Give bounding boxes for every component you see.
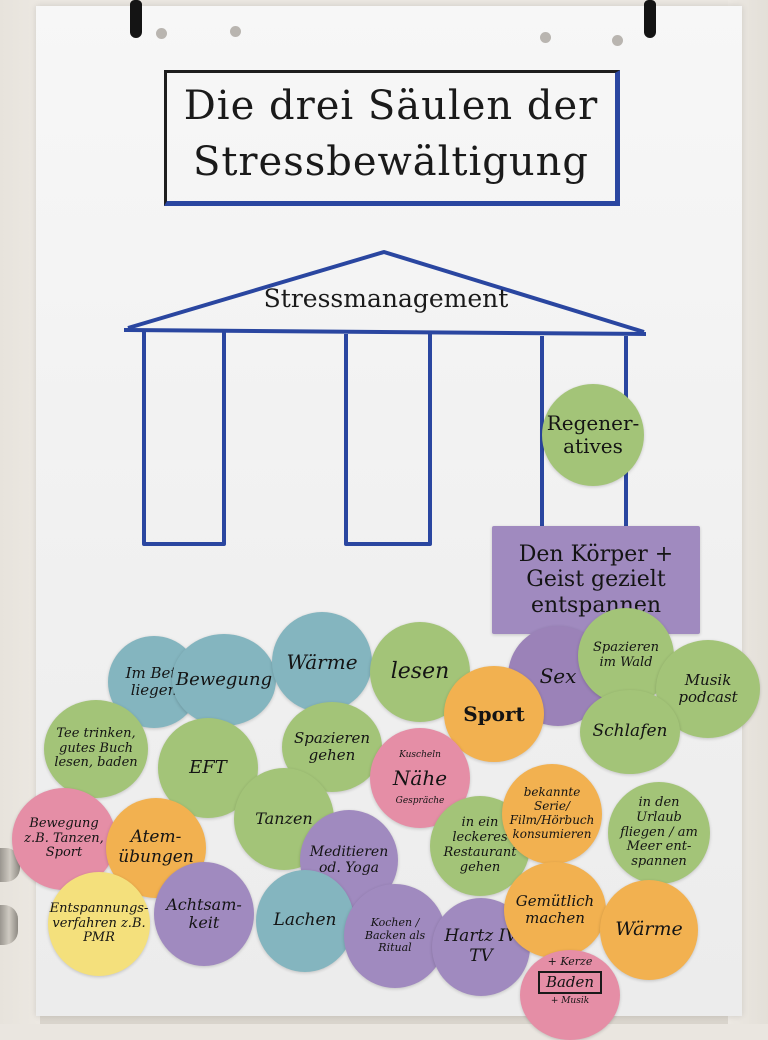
note-achtsamkeit: Achtsam- keit — [154, 862, 254, 966]
note-text: Im Bett liegen — [125, 663, 183, 699]
roof-outline — [127, 250, 645, 334]
pillar-middle — [344, 334, 432, 546]
title-line-1: Die drei Säulen der — [183, 83, 599, 129]
note-text: Nähe — [392, 765, 448, 790]
note-tee: Tee trinken, gutes Buch lesen, baden — [44, 700, 148, 798]
note-wald: Spazieren im Wald — [578, 608, 674, 704]
note-text: Tee trinken, gutes Buch lesen, baden — [54, 725, 138, 771]
note-text: Kochen / Backen als Ritual — [364, 916, 426, 955]
note-text: in den Urlaub fliegen / am Meer ent- spa… — [620, 794, 698, 870]
note-text: Musik podcast — [678, 670, 738, 706]
note-hartz: Hartz IV TV — [432, 898, 530, 996]
note-text: Gemütlich machen — [515, 891, 595, 927]
note-text: Lachen — [273, 910, 337, 931]
title-line-2: Stressbewältigung — [192, 139, 590, 185]
note-text: Wärme — [286, 649, 358, 674]
note-lachen: Lachen — [256, 870, 354, 972]
note-text: Hartz IV TV — [444, 926, 518, 966]
note-gemuetlich: Gemütlich machen — [504, 862, 606, 958]
note-text: Bewegung — [175, 668, 273, 690]
note-serie: bekannte Serie/ Film/Hörbuch konsumieren — [502, 764, 602, 864]
note-waerme-2: Wärme — [600, 880, 698, 980]
note-restaurant: in ein leckeres Restaurant gehen — [430, 796, 530, 896]
note-entspannung: Entspannungs- verfahren z.B. PMR — [48, 872, 150, 976]
note-bewegung: Bewegung — [172, 634, 276, 726]
note-sport: Sport — [444, 666, 544, 762]
note-text: bekannte Serie/ Film/Hörbuch konsumieren — [509, 785, 595, 841]
note-text: Meditieren od. Yoga — [309, 843, 389, 876]
clip-left — [130, 0, 142, 38]
note-waerme-1: Wärme — [272, 612, 372, 712]
pillar-left — [142, 332, 226, 546]
note-text-small: Gespräche — [395, 795, 445, 806]
note-text-small: + Kerze — [547, 955, 593, 968]
note-text: EFT — [189, 756, 227, 778]
note-text: Achtsam- keit — [166, 894, 242, 932]
note-text: Schlafen — [592, 721, 668, 742]
title-frame: Die drei Säulen der Stressbewältigung — [164, 70, 620, 206]
note-text: Bewegung z.B. Tanzen, Sport — [24, 815, 104, 861]
roof-base — [123, 328, 647, 336]
note-text-small: + Musik — [550, 995, 590, 1006]
punch-hole — [540, 32, 551, 43]
punch-hole — [230, 26, 241, 37]
note-regeneratives: Regener- atives — [542, 384, 644, 486]
note-schlafen: Schlafen — [580, 690, 680, 774]
note-baden: + Kerze Baden + Musik — [520, 950, 620, 1040]
note-text: Baden — [537, 970, 603, 994]
note-koerper-geist: Den Körper + Geist gezielt entspannen — [492, 526, 700, 634]
note-text: Tanzen — [255, 808, 313, 828]
roof-label: Stressmanagement — [263, 284, 509, 313]
note-urlaub: in den Urlaub fliegen / am Meer ent- spa… — [608, 782, 710, 884]
note-text: lesen — [390, 659, 450, 685]
note-text: Den Körper + Geist gezielt entspannen — [518, 542, 674, 618]
note-text: Atem- übungen — [118, 827, 194, 867]
note-text: Sport — [463, 701, 525, 726]
note-text: Spazieren im Wald — [593, 640, 659, 670]
note-text: Spazieren gehen — [293, 728, 371, 764]
note-text-small: Kuscheln — [399, 750, 441, 761]
note-text: Sex — [539, 663, 577, 688]
note-kochen: Kochen / Backen als Ritual — [344, 884, 446, 988]
punch-hole — [612, 35, 623, 46]
punch-hole — [156, 28, 167, 39]
door-handle-lower — [0, 905, 18, 945]
note-text: Regener- atives — [546, 411, 640, 458]
note-text: in ein leckeres Restaurant gehen — [443, 815, 517, 875]
clip-right — [644, 0, 656, 38]
note-text: Entspannungs- verfahren z.B. PMR — [49, 900, 149, 946]
note-spazieren: Spazieren gehen — [282, 702, 382, 792]
note-text: Wärme — [615, 918, 683, 941]
